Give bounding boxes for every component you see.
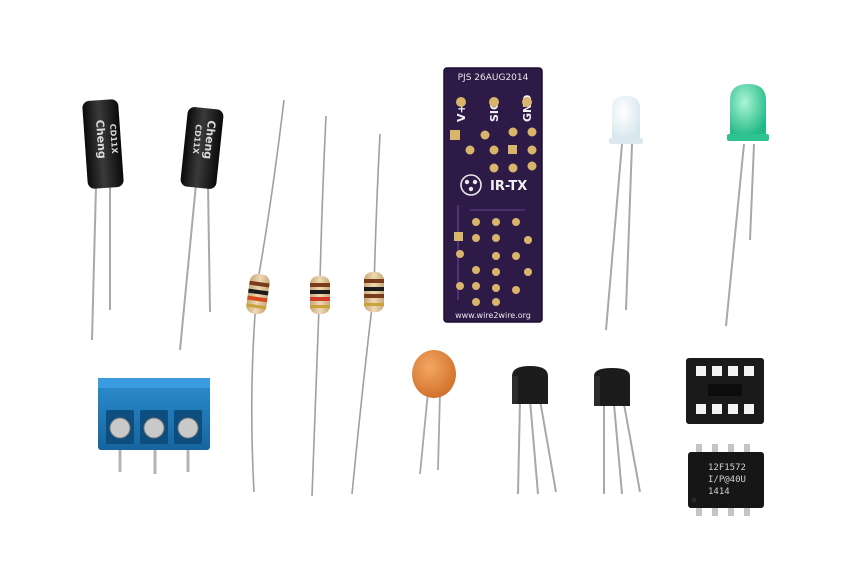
screw-terminal-block (98, 378, 210, 474)
transistor-2 (594, 368, 641, 495)
pcb-pin-sig-label: SIG (488, 101, 501, 122)
capacitor-series-label-2: CD11X (191, 124, 203, 155)
pcb-title: IR-TX (490, 179, 527, 194)
resistor-1 (246, 99, 285, 493)
pcb-pads-top (450, 97, 537, 173)
pcb-url-text: www.wire2wire.org (455, 311, 531, 320)
ir-tx-pcb: PJS 26AUG2014 V+ SIG GND IR-TX (443, 67, 543, 323)
electrolytic-capacitor-1: Cheng CD11X (82, 99, 124, 341)
electrolytic-capacitor-2: Cheng CD11X (179, 107, 224, 351)
resistor-2 (310, 115, 330, 497)
led-green (725, 84, 769, 327)
transistor-1 (512, 366, 557, 495)
ic-socket (686, 358, 764, 424)
microcontroller-ic: 12F1572 I/P@40U 1414 (688, 444, 764, 516)
pcb-logo-icon (460, 174, 482, 196)
ic-part-number: 12F1572 (708, 463, 746, 473)
pcb-pads-bottom (454, 218, 532, 306)
pcb-header-text: PJS 26AUG2014 (458, 73, 529, 83)
ic-package-code: I/P@40U (708, 475, 746, 485)
capacitor-brand-label-2: Cheng (201, 120, 218, 160)
pcb-pin-vplus-label: V+ (455, 104, 468, 122)
ic-date-code: 1414 (708, 487, 730, 497)
resistor-3 (351, 133, 384, 495)
capacitor-brand-label: Cheng (93, 119, 109, 159)
capacitor-series-label: CD11X (108, 124, 119, 155)
ceramic-capacitor (412, 350, 456, 475)
ir-led-clear (605, 96, 643, 331)
screw-icon (109, 417, 199, 439)
